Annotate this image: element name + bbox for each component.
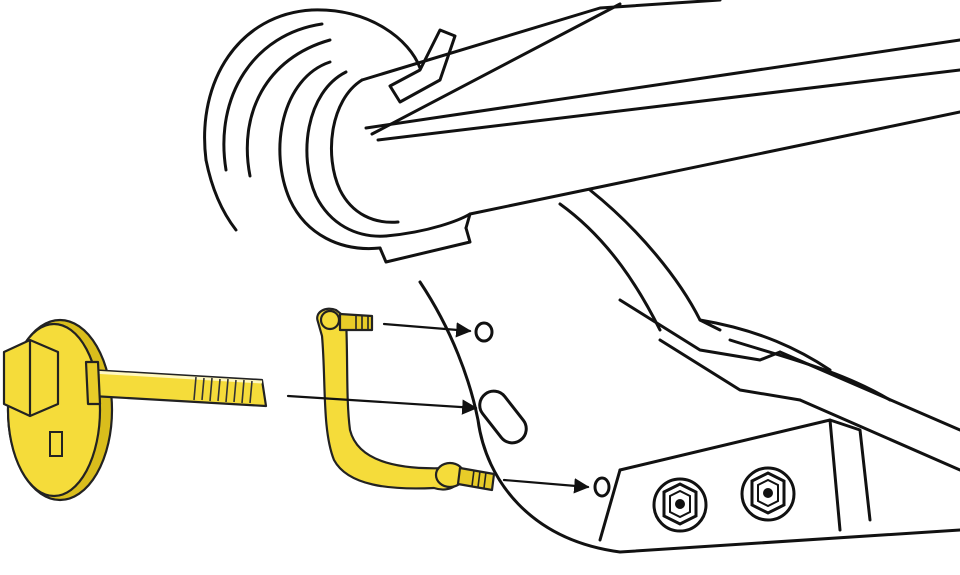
- arrow-to-bottom-hole: [502, 478, 590, 494]
- frame-bracket: [418, 188, 960, 554]
- assembly-arrows: [286, 322, 590, 494]
- arrow-to-top-hole: [382, 322, 472, 338]
- bracket-plate-icon: [316, 307, 496, 492]
- bottom-hole: [593, 476, 611, 498]
- adjustment-slot: [478, 389, 528, 445]
- cam-bolt-icon: [2, 318, 268, 502]
- axle-housing: [278, 0, 960, 264]
- arrow-to-slot: [286, 394, 478, 415]
- tire-outline: [203, 8, 422, 232]
- top-hole: [474, 321, 494, 343]
- mounting-holes: [474, 321, 611, 498]
- hex-nut-left: [652, 477, 708, 533]
- hex-nut-right: [740, 466, 796, 522]
